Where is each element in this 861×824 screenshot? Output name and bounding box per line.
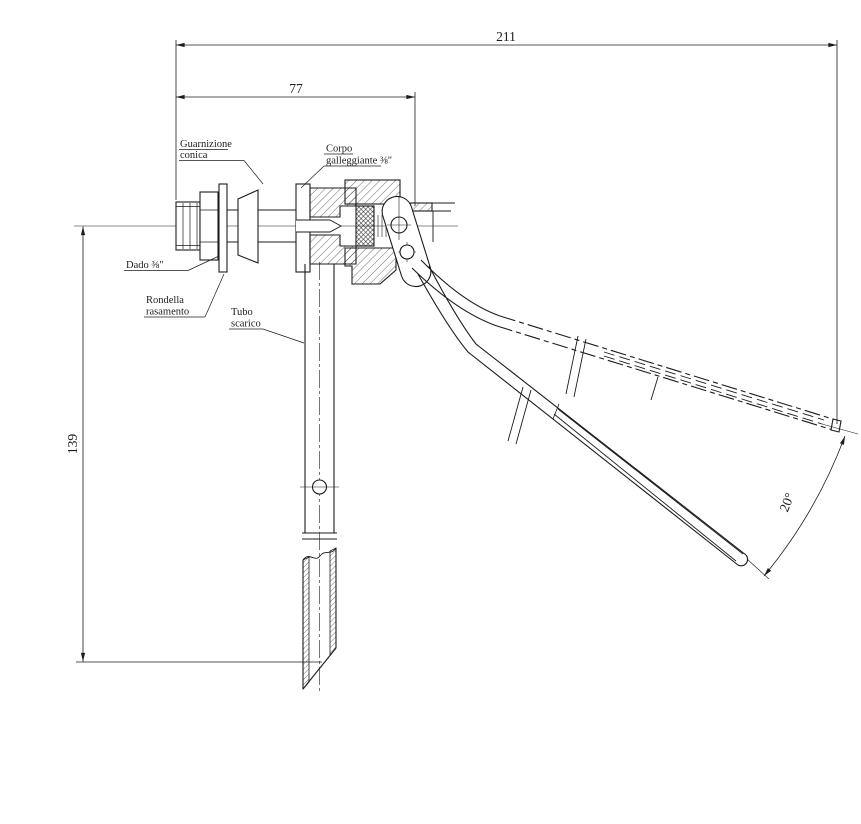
labels: [124, 149, 381, 344]
valve-assembly: [175, 179, 455, 288]
label-nut: Dado ⅜": [126, 260, 164, 271]
float-arm-raised-phantom: [411, 259, 842, 433]
drain-tube: [300, 264, 339, 691]
label-texts: Guarnizione conica Corpo galleggiante ⅜"…: [126, 139, 392, 330]
label-gasket-1: Guarnizione: [180, 139, 232, 150]
label-washer-2: rasamento: [146, 307, 189, 318]
shim-washer: [218, 183, 228, 273]
threaded-shank: [175, 201, 201, 251]
label-body-2: galleggiante ⅜": [326, 156, 392, 167]
dim-arm-angle: 20°: [776, 491, 797, 514]
lever: [381, 195, 432, 288]
centerlines: [74, 205, 458, 694]
label-washer-1: Rondella: [146, 295, 184, 306]
conical-gasket: [237, 189, 259, 264]
label-tube-1: Tubo: [231, 307, 253, 318]
dimension-texts: 211 77 139 20°: [65, 29, 797, 514]
float-arm-lowered: [417, 265, 770, 580]
valve-body-section: [296, 179, 455, 285]
label-tube-2: scarico: [231, 319, 261, 330]
hex-nut: [199, 191, 219, 261]
dim-overall-length: 211: [496, 29, 516, 44]
link-pin: [399, 244, 415, 260]
break-marks-lower: [507, 386, 532, 445]
dim-20deg-arc: [763, 435, 846, 577]
dim-drop-height: 139: [65, 434, 80, 455]
dim-body-length: 77: [289, 81, 303, 96]
break-marks-upper: [565, 335, 659, 401]
label-body-1: Corpo: [326, 144, 352, 155]
dimension-lines: [76, 40, 859, 663]
label-gasket-2: conica: [180, 150, 208, 161]
